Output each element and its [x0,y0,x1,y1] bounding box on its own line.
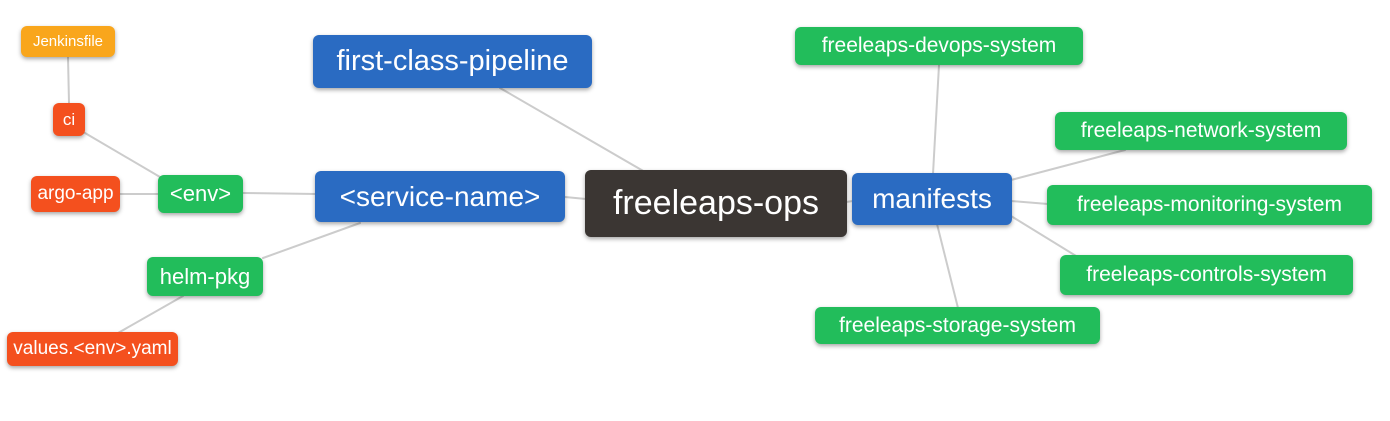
node-values-env-yaml[interactable]: values.<env>.yaml [7,332,178,366]
edge-manifests-devops-system [932,64,940,175]
node-freeleaps-devops-system[interactable]: freeleaps-devops-system [795,27,1083,65]
node-service-name[interactable]: <service-name> [315,171,565,222]
edge-manifests-network-system [1010,149,1126,181]
node-freeleaps-storage-system[interactable]: freeleaps-storage-system [815,307,1100,344]
edge-pipeline-freeleaps-ops [499,87,646,173]
edge-service-name-freeleaps-ops [564,196,587,200]
edge-freeleaps-ops-manifests [845,200,854,203]
edge-manifests-monitoring-system [1010,200,1049,205]
edge-helm-pkg-service-name [262,222,361,259]
node-jenkinsfile[interactable]: Jenkinsfile [21,26,115,57]
edge-jenkinsfile-ci [67,56,70,104]
node-argo-app[interactable]: argo-app [31,176,120,212]
edge-env-service-name [242,192,318,195]
node-freeleaps-monitoring-system[interactable]: freeleaps-monitoring-system [1047,185,1372,225]
node-freeleaps-network-system[interactable]: freeleaps-network-system [1055,112,1347,150]
node-first-class-pipeline[interactable]: first-class-pipeline [313,35,592,88]
edge-manifests-storage-system [936,223,959,309]
edge-manifests-controls-system [1010,215,1082,260]
edge-ci-env [84,132,161,178]
node-env[interactable]: <env> [158,175,243,213]
node-freeleaps-controls-system[interactable]: freeleaps-controls-system [1060,255,1353,295]
node-helm-pkg[interactable]: helm-pkg [147,257,263,296]
node-manifests[interactable]: manifests [852,173,1012,225]
node-ci[interactable]: ci [53,103,85,136]
edge-values-helm-pkg [117,295,184,334]
node-freeleaps-ops[interactable]: freeleaps-ops [585,170,847,237]
